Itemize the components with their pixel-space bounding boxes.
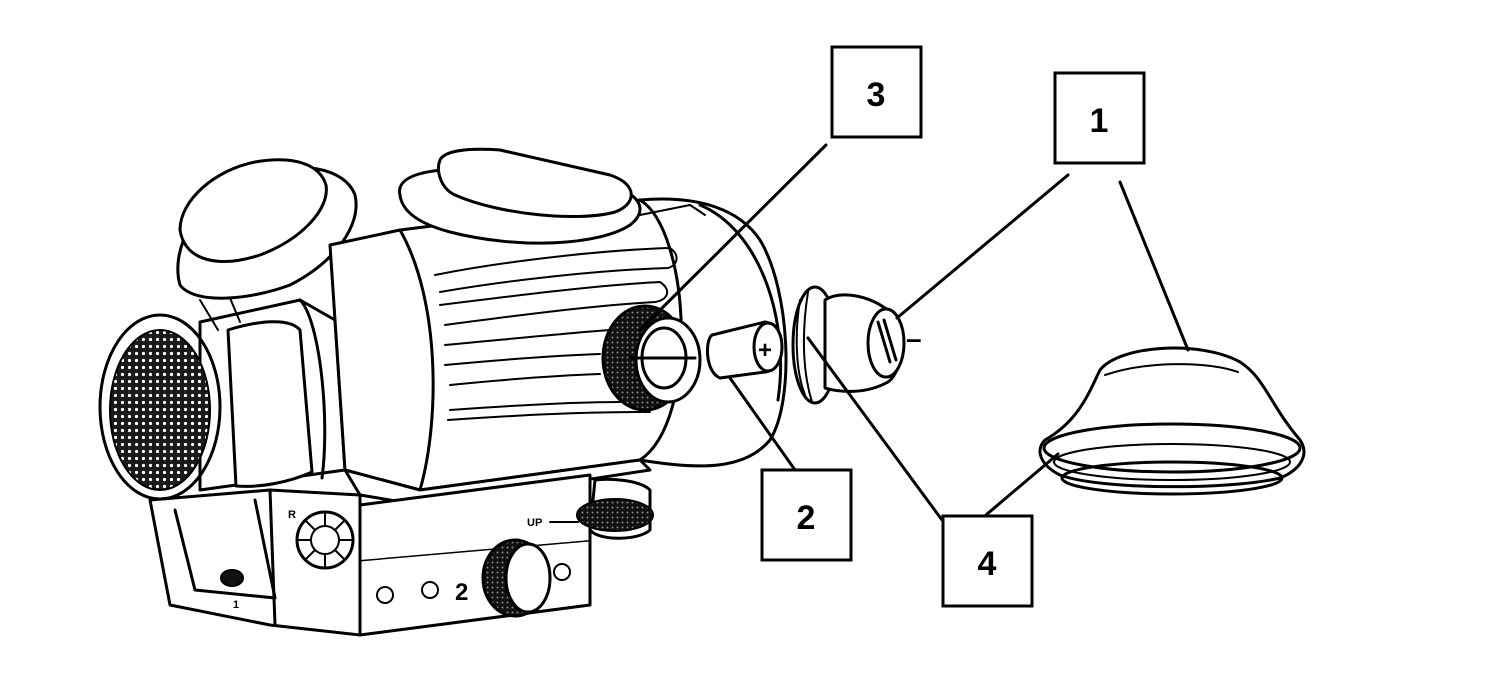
leader-lines: [638, 143, 1190, 522]
top-lens-cap: [398, 147, 706, 245]
r-marking: R: [288, 509, 296, 521]
battery-plus-marking: +: [758, 337, 772, 364]
leader-line-1a: [895, 173, 1070, 320]
lens-mesh-grille: [109, 329, 211, 491]
night-vision-device: + 2 UP 1 R: [98, 147, 1306, 637]
callout-2-label: 2: [797, 499, 816, 537]
mount-base: 2 UP: [343, 458, 654, 637]
callout-2: 2: [760, 468, 853, 562]
leader-line-4a: [806, 336, 944, 522]
control-switch-housing: 1 R: [148, 488, 362, 637]
callout-1-label: 1: [1090, 102, 1109, 140]
left-lens-cap: [176, 158, 358, 331]
callout-4: 4: [941, 514, 1034, 608]
rubber-eyecup: [1038, 346, 1306, 496]
callout-1: 1: [1053, 71, 1146, 165]
callout-3-label: 3: [867, 76, 886, 114]
callout-4-label: 4: [978, 545, 997, 583]
power-switch-button: [220, 569, 244, 587]
leader-line-1b: [1118, 180, 1190, 352]
mount-digit-marking: 2: [455, 579, 468, 606]
up-marking: UP: [527, 517, 542, 529]
leader-line-2: [728, 376, 797, 472]
battery: +: [706, 320, 784, 380]
callout-3: 3: [830, 45, 923, 139]
main-housing: [328, 197, 788, 492]
switch-digit-marking: 1: [233, 599, 239, 611]
objective-lens-assembly: [98, 298, 347, 501]
leader-line-4b: [978, 452, 1060, 522]
eyepiece-adapter: –: [791, 285, 922, 405]
adapter-minus-marking: –: [906, 323, 922, 354]
leader-line-3: [638, 143, 828, 332]
elevation-knob: [576, 498, 654, 532]
focus-knob: [601, 304, 702, 412]
housing-ribs: [434, 247, 678, 421]
